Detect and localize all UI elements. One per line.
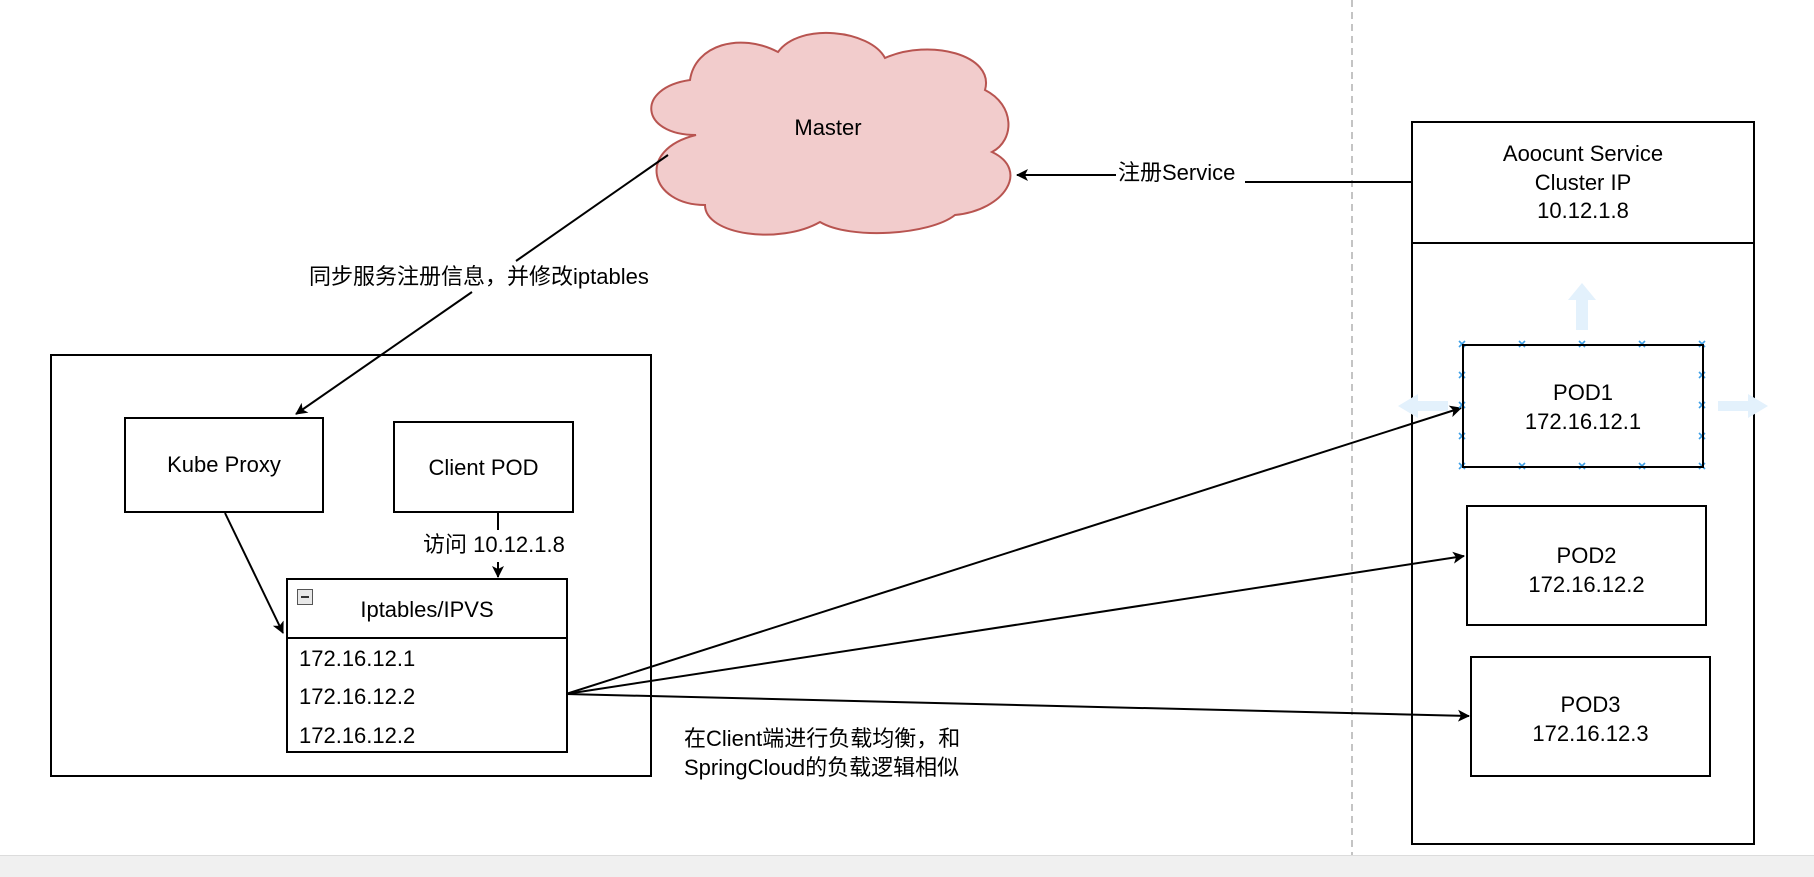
register-edge-label: 注册Service <box>1118 160 1236 185</box>
iptables-title: Iptables/IPVS <box>360 597 494 622</box>
selection-handles <box>1458 340 1706 470</box>
pod3-ip: 172.16.12.3 <box>1532 721 1649 746</box>
pod1-name: POD1 <box>1553 380 1613 405</box>
master-label: Master <box>794 115 862 140</box>
iptables-row-1: 172.16.12.1 <box>299 646 416 671</box>
pod3-node[interactable]: POD3 172.16.12.3 <box>1470 656 1711 777</box>
lb-note-line-2: SpringCloud的负载逻辑相似 <box>684 755 960 780</box>
client-pod-node[interactable]: Client POD <box>393 421 574 513</box>
service-cluster-ip-label: Cluster IP <box>1534 170 1632 195</box>
collapse-icon[interactable] <box>297 589 313 605</box>
lb-note-line-1: 在Client端进行负载均衡，和 <box>684 726 961 751</box>
kube-proxy-edge-line[interactable] <box>224 512 284 634</box>
sync-edge-line-bottom[interactable] <box>295 291 473 415</box>
lb-edge-pod1[interactable] <box>565 405 1462 695</box>
iptables-row-3: 172.16.12.2 <box>299 723 416 748</box>
pod1-node[interactable]: POD1 172.16.12.1 <box>1462 344 1704 468</box>
lb-edge-pod3[interactable] <box>565 693 1470 722</box>
iptables-table[interactable]: Iptables/IPVS 172.16.12.1 172.16.12.2 17… <box>286 578 568 753</box>
pod1-ip: 172.16.12.1 <box>1524 409 1642 434</box>
pod2-node[interactable]: POD2 172.16.12.2 <box>1466 505 1707 626</box>
master-cloud[interactable] <box>650 31 1012 236</box>
kube-proxy-label: Kube Proxy <box>167 452 281 477</box>
lb-edge-pod2[interactable] <box>565 551 1465 695</box>
pod2-name: POD2 <box>1556 543 1617 568</box>
selection-arrows <box>1398 283 1768 418</box>
service-name: Aoocunt Service <box>1502 141 1664 166</box>
pod3-name: POD3 <box>1560 692 1621 717</box>
client-pod-label: Client POD <box>428 455 539 480</box>
sync-edge-label: 同步服务注册信息，并修改iptables <box>309 264 649 289</box>
sync-edge-line-top <box>515 154 669 262</box>
kube-proxy-node[interactable]: Kube Proxy <box>124 417 324 513</box>
editor-bottom-bar <box>0 855 1814 877</box>
iptables-row-2: 172.16.12.2 <box>299 684 416 709</box>
access-edge-label: 访问 10.12.1.8 <box>423 532 565 557</box>
service-cluster-ip-value: 10.12.1.8 <box>1537 198 1629 223</box>
pod2-ip: 172.16.12.2 <box>1528 572 1645 597</box>
node-container[interactable] <box>50 354 652 777</box>
iptables-header: Iptables/IPVS <box>288 580 566 639</box>
